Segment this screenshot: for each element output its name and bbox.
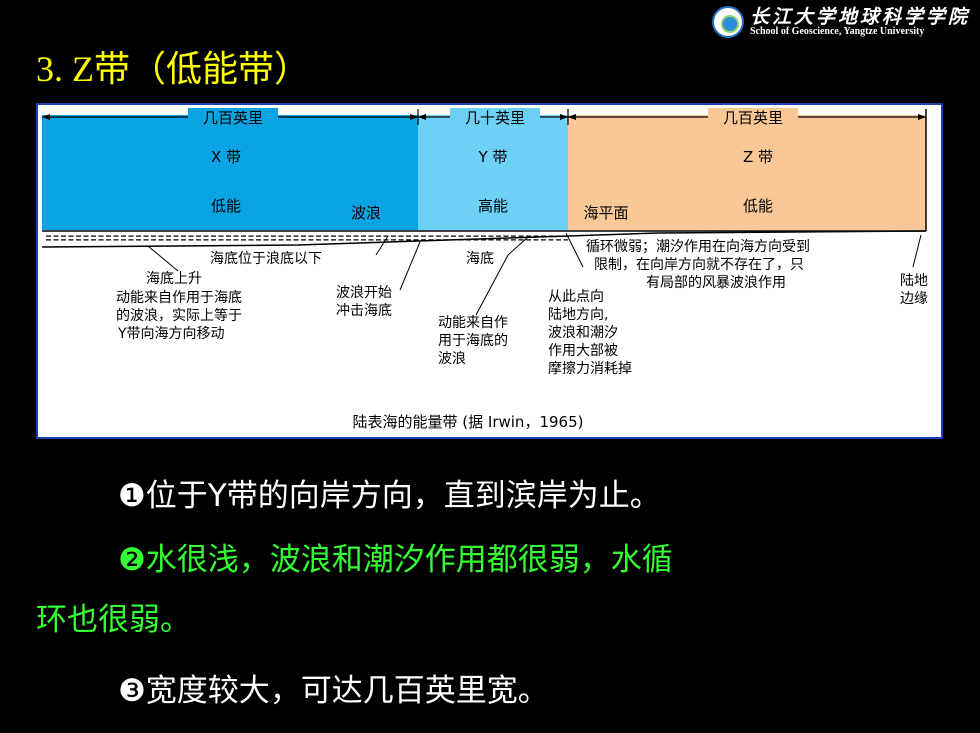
zone-x-wave: 波浪 (351, 204, 381, 222)
ann-x-desc-1: 动能来自作用于海底 (116, 290, 242, 306)
bullet-1: ❶位于Y带的向岸方向，直到滨岸为止。 (118, 478, 661, 514)
ann-x-desc-2: 的波浪，实际上等于 (116, 307, 242, 324)
ann-z-desc-2: 限制，在向岸方向就不存在了，只 (594, 257, 804, 273)
ann-z-desc-1: 循环微弱；潮汐作用在向海方向受到 (586, 239, 810, 255)
ann-x-desc-3: Y带向海方向移动 (117, 326, 225, 342)
university-logo: 长江大学地球科学学院 School of Geoscience, Yangtze… (712, 2, 974, 44)
ann-seafloor-rise: 海底上升 (146, 271, 202, 287)
ann-from-here-1: 从此点向 (548, 289, 604, 305)
ann-y-desc-2: 用于海底的 (438, 333, 508, 349)
zone-x-energy: 低能 (211, 197, 241, 215)
ann-y-desc-1: 动能来自作 (438, 315, 508, 331)
zone-y-energy: 高能 (478, 197, 508, 215)
figure-caption: 陆表海的能量带 (据 Irwin，1965) (353, 413, 584, 431)
ann-land-2: 边缘 (900, 291, 928, 307)
zone-y-name: Y 带 (478, 148, 508, 166)
top-label-x: 几百英里 (203, 109, 263, 127)
zone-x-name: X 带 (211, 148, 241, 166)
slide-title: 3. Z带（低能带） (36, 49, 310, 89)
zone-z-energy: 低能 (743, 197, 773, 215)
top-label-y: 几十英里 (465, 109, 525, 127)
ann-land-1: 陆地 (900, 273, 928, 289)
bullet-2-line-2: 环也很弱。 (36, 602, 191, 638)
ann-seafloor: 海底 (466, 251, 494, 267)
ann-wave-start-2: 冲击海底 (336, 303, 392, 319)
ann-wave-start-1: 波浪开始 (336, 285, 392, 301)
logo-chinese-name: 长江大学地球科学学院 (750, 6, 971, 28)
top-label-z: 几百英里 (723, 109, 783, 127)
ann-y-desc-3: 波浪 (438, 351, 466, 367)
university-emblem-icon (712, 6, 744, 38)
logo-english-name: School of Geoscience, Yangtze University (750, 26, 925, 37)
zone-z-area (568, 115, 926, 230)
zone-z-sea-level: 海平面 (583, 204, 628, 222)
zone-x-area (42, 115, 418, 230)
ann-from-here-5: 摩擦力消耗掉 (548, 360, 632, 377)
ann-from-here-4: 作用大部被 (548, 343, 618, 359)
seafloor-profile (41, 230, 927, 248)
bullet-3: ❸宽度较大，可达几百英里宽。 (118, 673, 549, 709)
ann-z-desc-3: 有局部的风暴波浪作用 (646, 275, 786, 291)
energy-zone-diagram: 几百英里 几十英里 几百英里 X 带 低能 波浪 Y 带 高能 Z 带 海平面 … (36, 103, 943, 439)
zone-y-area (418, 115, 568, 230)
bullet-2-line-1: ❷水很浅，波浪和潮汐作用都很弱，水循 (118, 542, 673, 578)
ann-from-here-2: 陆地方向, (548, 307, 608, 323)
zone-z-name: Z 带 (743, 148, 773, 166)
ann-seafloor-below: 海底位于浪底以下 (210, 251, 322, 267)
ann-from-here-3: 波浪和潮汐 (548, 325, 618, 341)
